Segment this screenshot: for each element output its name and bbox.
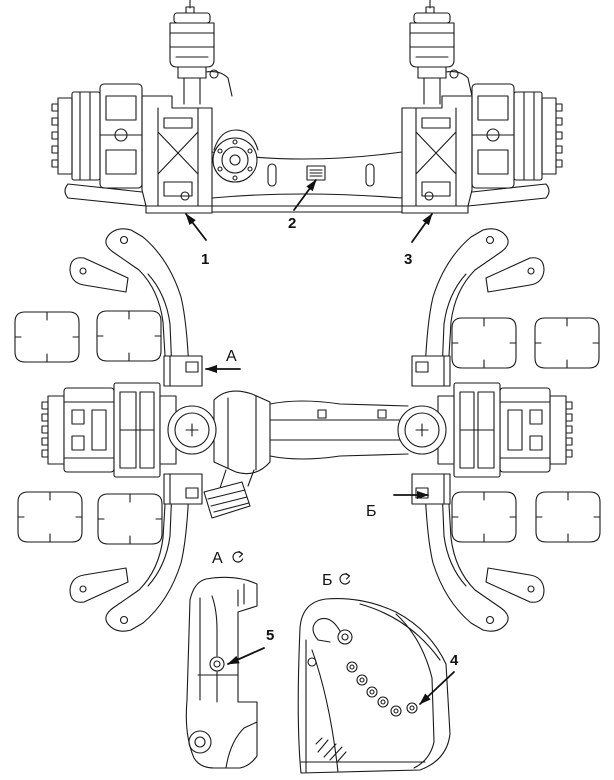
tire-upper-right-outer	[534, 317, 600, 369]
tire-lower-left-inner	[97, 493, 163, 545]
rotate-view-icon	[339, 572, 351, 585]
leader-arrow-3	[411, 213, 433, 243]
trailing-arm-upper-right	[411, 228, 545, 387]
rear-view-axle-assembly	[51, 0, 563, 214]
detail-view-b-title: Б	[322, 572, 333, 589]
view-marker-a: А	[226, 348, 237, 365]
tire-lower-right-outer	[535, 491, 601, 543]
tire-lower-left-outer	[17, 491, 83, 543]
labels: 1 2 3 4 5 А Б А Б	[201, 215, 459, 669]
callout-3: 3	[404, 251, 412, 268]
tire-upper-left-inner	[96, 310, 162, 362]
view-marker-b: Б	[366, 503, 377, 520]
trailing-arm-upper-left	[69, 228, 203, 387]
tire-lower-right-inner	[451, 491, 517, 543]
right-hub-and-caliper	[397, 382, 573, 478]
detail-view-b	[297, 598, 451, 774]
wear-sensor	[337, 629, 353, 645]
callout-4: 4	[450, 652, 459, 669]
trailing-arm-lower-right	[411, 473, 545, 632]
caliper-bolt-holes	[346, 661, 418, 717]
leader-arrow-4	[419, 671, 455, 705]
pinion-flange	[203, 481, 251, 519]
left-brake-chamber	[169, 0, 233, 105]
detail-view-a	[185, 576, 258, 769]
bracket-bolt-hole	[209, 656, 225, 672]
detail-view-a-title: А	[212, 550, 223, 567]
leader-arrow-2	[293, 179, 317, 211]
rotate-view-icon	[232, 550, 244, 563]
beam-slot-right	[365, 163, 375, 187]
left-hub-and-caliper	[41, 382, 217, 478]
leader-arrows	[185, 179, 455, 705]
tire-upper-left-outer	[14, 311, 80, 363]
callout-5: 5	[266, 627, 274, 644]
leader-arrow-5	[227, 647, 265, 665]
beam-slot-left	[267, 163, 277, 187]
callout-1: 1	[201, 251, 209, 268]
tire-upper-right-inner	[451, 317, 517, 369]
right-brake-chamber	[409, 0, 473, 105]
trailing-arm-lower-left	[69, 473, 203, 632]
differential-flange	[212, 137, 258, 183]
differential-housing	[213, 390, 271, 475]
axle-beam-top-view	[203, 390, 409, 519]
left-wheel-end-rear-view	[51, 83, 213, 214]
axle-beam-rear-view	[211, 129, 403, 213]
top-view-axle-assembly	[14, 228, 601, 632]
callout-2: 2	[288, 215, 296, 232]
leader-arrow-1	[185, 213, 207, 241]
right-wheel-end-rear-view	[401, 83, 563, 214]
